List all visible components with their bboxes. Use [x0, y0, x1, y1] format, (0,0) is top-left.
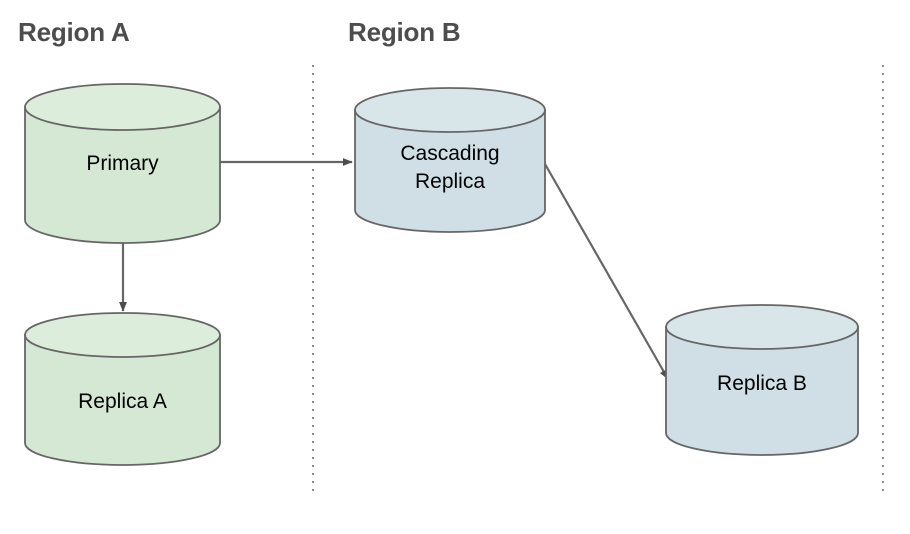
node-primary[interactable]	[24, 83, 221, 244]
primary-cylinder-body	[24, 106, 221, 244]
primary-cylinder-top	[24, 83, 221, 131]
replica-b-cylinder-body	[665, 326, 859, 456]
replica-b-cylinder-top	[665, 304, 859, 350]
replica-a-cylinder-body	[24, 334, 221, 466]
region-a-label: Region A	[18, 17, 130, 47]
region-b-label: Region B	[348, 17, 461, 47]
node-replica-a[interactable]	[24, 312, 221, 466]
replica-a-cylinder-top	[24, 312, 221, 358]
cascading-replica-cylinder-body	[354, 109, 546, 233]
node-replica-b[interactable]	[665, 304, 859, 456]
edge-cascading-replica-to-replica-b	[544, 163, 669, 380]
cascading-replica-cylinder-top	[354, 87, 546, 133]
node-cascading-replica[interactable]	[354, 87, 546, 233]
edge-group	[119, 158, 669, 380]
